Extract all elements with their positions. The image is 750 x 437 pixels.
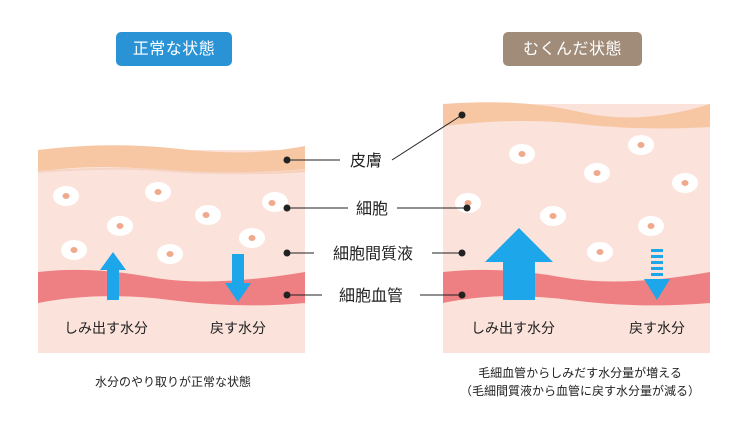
capillary-label: 細胞血管 xyxy=(339,286,403,305)
normal-skin-layer xyxy=(38,145,305,175)
swollen-skin-panel: しみ出す水分 戻す水分 xyxy=(443,102,710,353)
swollen-state-badge: むくんだ状態 xyxy=(503,32,642,66)
normal-skin-panel: しみ出す水分 戻す水分 xyxy=(37,145,306,353)
cell-label: 細胞 xyxy=(356,199,388,218)
normal-state-caption: 水分のやり取りが正常な状態 xyxy=(94,375,251,389)
swollen-caption-line2: （毛細間質液から血管に戻す水分量が減る） xyxy=(459,384,700,398)
swollen-tissue-layer xyxy=(443,104,710,353)
skin-label: 皮膚 xyxy=(350,151,382,170)
swollen-outflow-arrow xyxy=(485,228,553,300)
normal-return-arrow xyxy=(225,254,251,302)
swollen-return-label: 戻す水分 xyxy=(629,321,685,337)
swollen-cells xyxy=(455,135,698,262)
normal-cells xyxy=(53,182,288,264)
swollen-return-arrow-dashed xyxy=(644,249,670,300)
normal-state-badge: 正常な状態 xyxy=(116,32,232,66)
swollen-caption-line1: 毛細血管からしみだす水分量が増える xyxy=(478,366,682,380)
normal-outflow-arrow xyxy=(100,252,126,300)
swollen-skin-layer xyxy=(443,102,710,129)
swollen-state-caption: 毛細血管からしみだす水分量が増える （毛細間質液から血管に戻す水分量が減る） xyxy=(430,364,730,400)
leader-dots xyxy=(283,111,471,299)
normal-return-label: 戻す水分 xyxy=(210,321,266,337)
swollen-outflow-label: しみ出す水分 xyxy=(471,321,555,337)
center-labels xyxy=(287,114,467,296)
normal-outflow-label: しみ出す水分 xyxy=(64,321,148,337)
skin-leader-right xyxy=(391,114,463,161)
interstitial-fluid-label: 細胞間質液 xyxy=(333,244,413,263)
